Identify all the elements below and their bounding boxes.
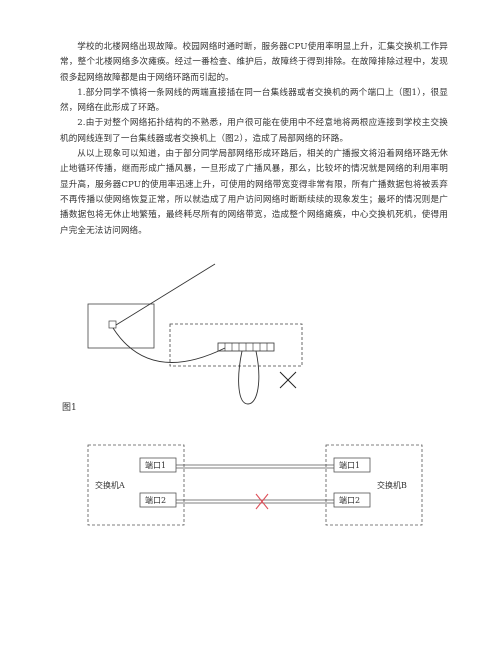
computer-port — [108, 320, 117, 329]
computer-to-switch-cable — [112, 327, 226, 364]
switch-box — [169, 323, 303, 367]
switch-a-box — [87, 444, 185, 526]
article-text: 学校的北楼网络出现故障。校园网络时通时断，服务器CPU使用率明显上升，汇集交换机… — [60, 40, 448, 239]
switch-b-label: 交换机B — [377, 480, 407, 490]
switch-a-label: 交换机A — [95, 480, 125, 490]
switch-b-port-2-label: 端口2 — [339, 495, 360, 505]
figure-1-caption: 图1 — [62, 403, 77, 413]
red-cross-mark — [255, 493, 269, 510]
switch-b-port-1-label: 端口1 — [339, 460, 360, 470]
switch-a-port-1-label: 端口1 — [145, 460, 166, 470]
uplink-cable — [115, 263, 216, 326]
paragraph-case-1: 1.部分同学不慎将一条网线的两端直接插在同一台集线器或者交换机的两个端口上（图1… — [60, 87, 448, 114]
looped-cable — [238, 350, 260, 405]
paragraph-case-2: 2.由于对整个网络拓扑结构的不熟悉，用户很可能在使用中不经意地将两根应连接到学校… — [60, 118, 448, 144]
paragraph-intro: 学校的北楼网络出现故障。校园网络时通时断，服务器CPU使用率明显上升，汇集交换机… — [60, 42, 448, 83]
cross-mark — [279, 371, 297, 389]
paragraph-analysis: 从以上现象可以知道，由于部分同学局部网络形成环路后，相关的广播报文将沿着网络环路… — [60, 149, 448, 236]
computer-box — [87, 303, 155, 349]
switch-b-box — [325, 444, 423, 526]
switch-a-port-2-label: 端口2 — [145, 495, 166, 505]
